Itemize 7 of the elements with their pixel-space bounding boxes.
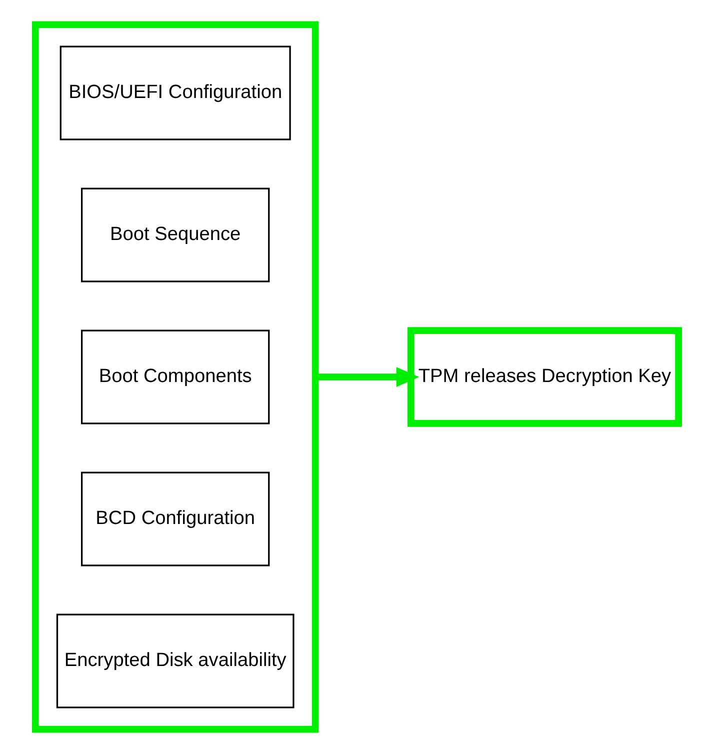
- cluster: [32, 21, 319, 733]
- node-box: BIOS/UEFI Configuration: [60, 46, 291, 140]
- node-box: Boot Sequence: [81, 188, 270, 282]
- node-box: Encrypted Disk availability: [56, 614, 294, 708]
- node-box: BCD Configuration: [81, 472, 270, 566]
- node-box: Boot Components: [81, 330, 270, 424]
- node-box: TPM releases Decryption Key: [407, 327, 682, 427]
